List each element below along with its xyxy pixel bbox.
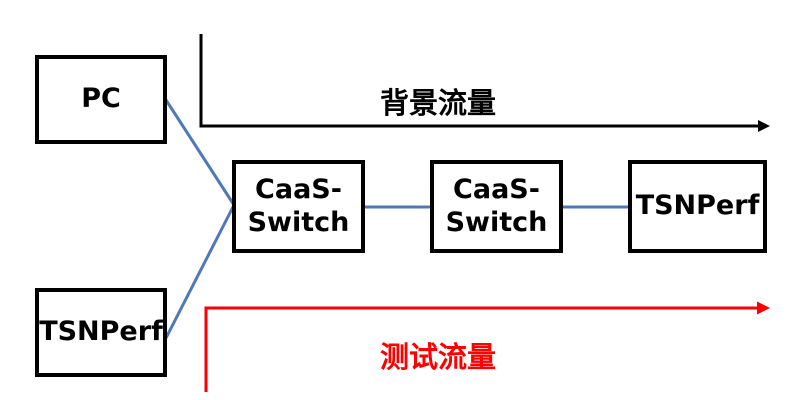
background-flow-arrow bbox=[199, 34, 770, 132]
pc-node: PC bbox=[35, 55, 167, 144]
test-flow-label: 测试流量 bbox=[380, 340, 497, 374]
background-flow-label: 背景流量 bbox=[380, 86, 497, 120]
test-flow-arrow bbox=[204, 301, 770, 392]
switch-1-label: CaaS- Switch bbox=[247, 174, 350, 238]
tsnperf-right-label: TSNPerf bbox=[635, 190, 760, 222]
tsnperf-left-label: TSNPerf bbox=[39, 316, 163, 348]
switch-2-label: CaaS- Switch bbox=[445, 174, 548, 238]
link-pc-to-switch1 bbox=[164, 99, 236, 206]
link-tsnperf-left-to-switch1 bbox=[164, 204, 236, 339]
tsnperf-left-node: TSNPerf bbox=[35, 288, 167, 377]
tsnperf-right-node: TSNPerf bbox=[628, 160, 767, 253]
pc-label: PC bbox=[81, 83, 121, 115]
switch-1-node: CaaS- Switch bbox=[232, 160, 365, 253]
switch-2-node: CaaS- Switch bbox=[430, 160, 563, 253]
